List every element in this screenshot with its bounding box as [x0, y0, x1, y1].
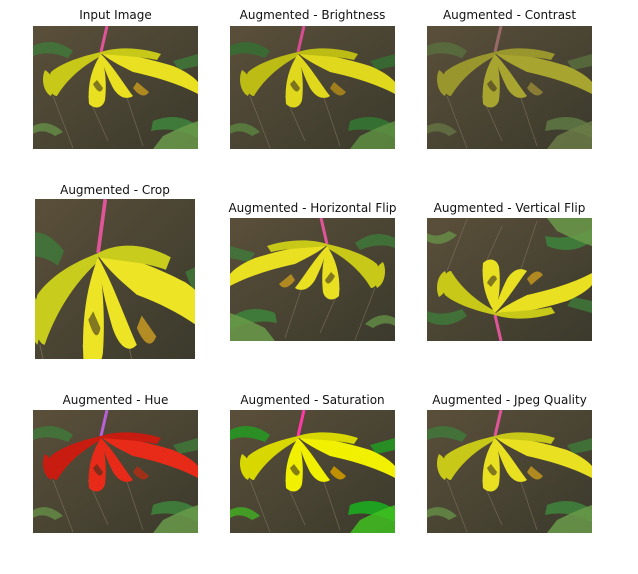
panel-title: Augmented - Saturation	[240, 393, 385, 407]
panel-title: Augmented - Horizontal Flip	[228, 201, 397, 215]
brightness-image	[230, 26, 395, 149]
panel-title: Augmented - Crop	[60, 183, 170, 197]
contrast-image	[427, 26, 592, 149]
panel-title: Augmented - Vertical Flip	[433, 201, 586, 215]
panel-title: Augmented - Contrast	[442, 8, 577, 22]
crop-image	[35, 199, 195, 359]
panel-title: Input Image	[79, 8, 152, 22]
jpeg-quality-image	[427, 410, 592, 533]
hue-image	[33, 410, 198, 533]
input-image	[33, 26, 198, 149]
panel-title: Augmented - Brightness	[239, 8, 386, 22]
vertical-flip-image	[427, 218, 592, 341]
panel-title: Augmented - Hue	[62, 393, 169, 407]
panel-title: Augmented - Jpeg Quality	[432, 393, 587, 407]
horizontal-flip-image	[230, 218, 395, 341]
saturation-image	[230, 410, 395, 533]
